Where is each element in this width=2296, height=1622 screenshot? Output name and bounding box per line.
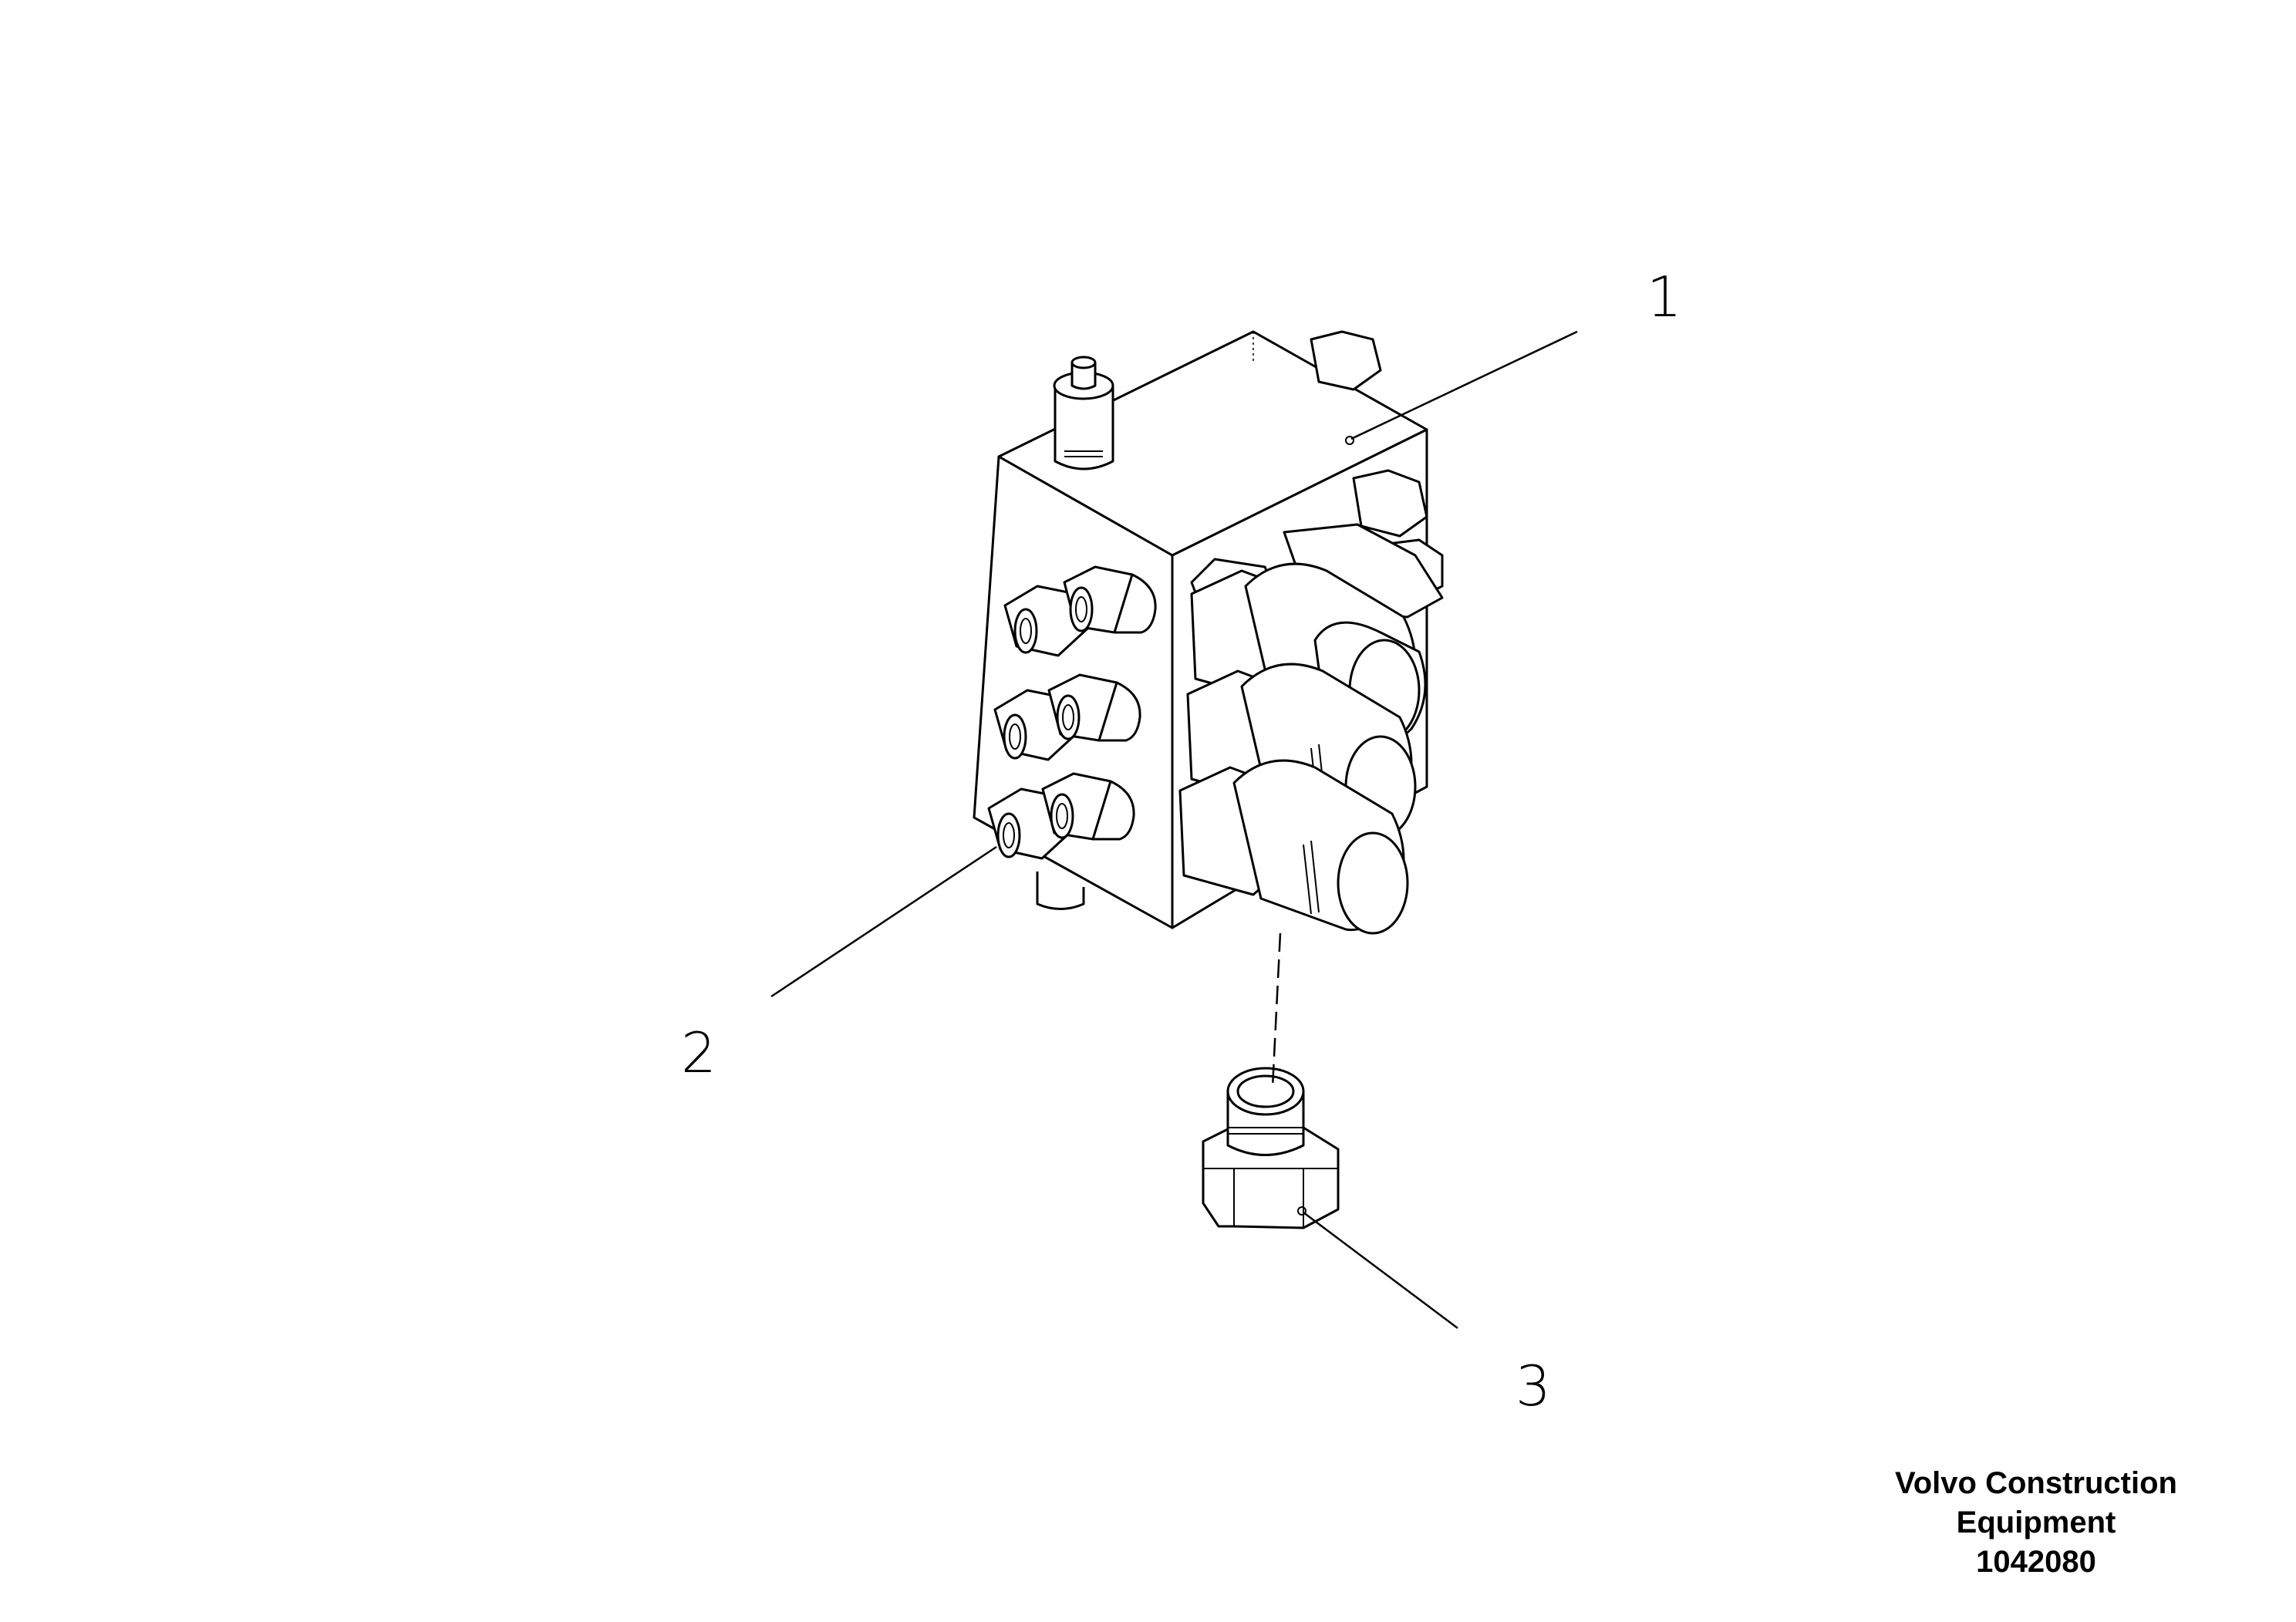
callout-1: 1	[1647, 265, 1682, 329]
caption-equipment: Equipment	[1956, 1506, 2116, 1539]
assembly-dash-line	[1271, 932, 1282, 1088]
leader-line-1	[1350, 330, 1578, 440]
top-fitting	[1053, 356, 1114, 470]
valve-block	[973, 330, 1444, 935]
caption-drawing-number: 1042080	[1976, 1545, 2096, 1579]
callout-2: 2	[681, 1020, 716, 1085]
left-face-fittings	[987, 565, 1157, 910]
loose-plug	[1202, 1067, 1340, 1229]
leader-line-2	[770, 845, 997, 998]
callout-3: 3	[1515, 1354, 1551, 1418]
leader-line-3	[1303, 1212, 1458, 1329]
drawing-caption: Volvo Construction Equipment 1042080	[1843, 1464, 2229, 1582]
right-face-plugs	[1178, 523, 1444, 935]
caption-manufacturer: Volvo Construction	[1895, 1466, 2177, 1500]
